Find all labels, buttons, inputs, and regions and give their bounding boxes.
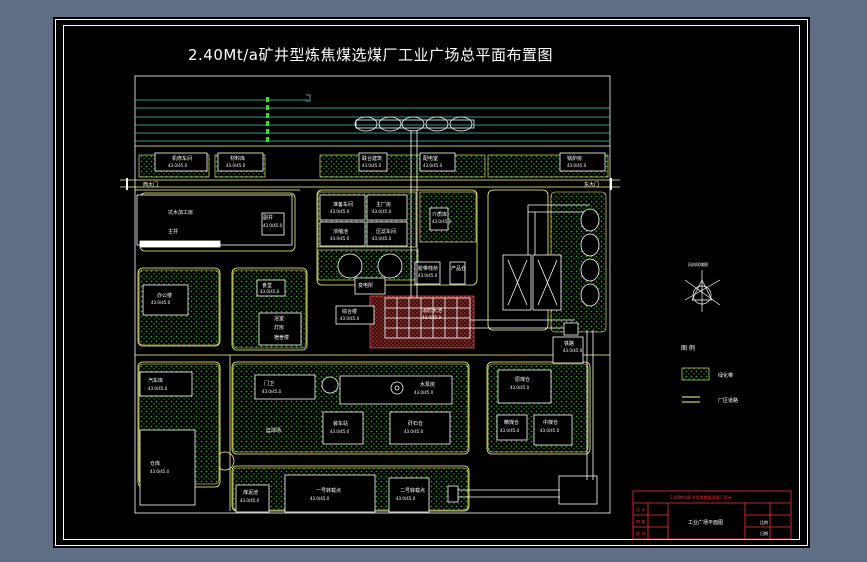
label-b4: 配电室: [423, 155, 438, 162]
railway-signal-poles: [266, 97, 269, 142]
elev-b22: 43.0/45.0: [422, 315, 442, 320]
bunker-silos: [502, 208, 600, 364]
title-block-date: 日期: [760, 530, 768, 536]
wind-rose-label: 风向玫瑰图: [688, 261, 708, 267]
elev-b35: 43.0/45.0: [310, 496, 330, 501]
legend-green-swatch: [681, 367, 710, 381]
elev-b27: 43.0/45.0: [414, 390, 434, 395]
legend-road-label: 厂区道路: [718, 397, 738, 404]
elev-b25: 43.0/45.0: [150, 469, 170, 474]
elev-b31: 43.0/45.0: [510, 385, 530, 390]
label-b11: 浓缩池: [333, 228, 348, 235]
label-b24: 汽车库: [148, 377, 163, 384]
label-b32: 精煤仓: [504, 419, 519, 426]
label-b31: 原煤仓: [515, 376, 530, 383]
label-b16: 办公楼: [157, 292, 172, 299]
label-b30: 矸石仓: [408, 420, 423, 427]
wind-rose: [684, 270, 721, 312]
label-b22: 消防水池: [422, 307, 442, 314]
gate-east: 东大门: [584, 181, 599, 188]
elev-b3: 43.0/45.0: [362, 163, 382, 168]
elev-b30: 43.0/45.0: [404, 429, 424, 434]
label-b1: 机修车间: [172, 155, 192, 162]
label-b18: 浴室: [274, 315, 284, 322]
label-b25: 仓库: [150, 460, 160, 467]
gate-posts: [126, 178, 612, 190]
label-b23: 变电所: [358, 282, 373, 289]
elev-b21: 43.0/45.0: [340, 316, 360, 321]
label-b33: 中煤仓: [543, 419, 558, 426]
label-b14: 胶带栈桥: [418, 265, 438, 272]
elev-b33: 43.0/45.0: [540, 428, 560, 433]
label-b37: 铁路: [564, 340, 574, 347]
label-b6: 坑木加工房: [168, 209, 193, 216]
buildings: [136, 152, 606, 513]
elev-b26: 43.0/45.0: [262, 389, 282, 394]
sheet-inner-frame: [63, 25, 800, 540]
label-b26: 门卫: [264, 380, 274, 387]
loading-silos: [354, 116, 475, 132]
label-b21: 综合楼: [342, 308, 357, 315]
label-b13: 介质库: [432, 211, 447, 218]
title-block: [632, 490, 792, 540]
elev-b29: 43.0/45.0: [330, 429, 350, 434]
title-block-heading: 2.40Mt/a矿井型炼焦煤选煤厂设计: [670, 494, 732, 500]
label-b15: 产品仓: [451, 265, 466, 272]
elev-b4: 43.0/45.0: [423, 163, 443, 168]
title-block-row1: 设 计: [636, 506, 645, 512]
label-b19: 灯房: [274, 324, 284, 331]
label-b20: 宿舍楼: [274, 334, 289, 341]
label-b17: 食堂: [262, 282, 272, 289]
site-boundary: [134, 75, 611, 514]
elev-b14: 43.0/45.0: [418, 273, 438, 278]
elev-b37: 43.0/45.0: [563, 348, 583, 353]
elev-b13: 43.0/45.0: [432, 219, 452, 224]
main-plant-plaza: [369, 295, 475, 349]
elev-b36: 43.0/45.0: [396, 496, 416, 501]
elev-b34: 43.0/45.0: [240, 498, 260, 503]
legend: [681, 367, 710, 403]
elev-b24: 43.0/45.0: [148, 386, 168, 391]
label-b5: 锅炉房: [567, 155, 582, 162]
elev-b11: 43.0/45.0: [330, 236, 350, 241]
elev-b32: 43.0/45.0: [500, 428, 520, 433]
elev-b9: 43.0/45.0: [330, 209, 350, 214]
elev-b8: 43.0/45.0: [263, 223, 283, 228]
label-b2: 材料库: [230, 155, 245, 162]
elev-b5: 43.0/45.0: [567, 163, 587, 168]
drawing-title: 2.40Mt/a矿井型炼焦煤选煤厂工业广场总平面布置图: [188, 46, 553, 64]
legend-title: 图 例: [681, 344, 695, 352]
label-b7: 主井: [168, 228, 178, 235]
label-b28: 篮球场: [266, 427, 281, 434]
title-block-name: 工业广场平面图: [688, 519, 723, 526]
legend-green-label: 绿化带: [718, 372, 733, 379]
gate-west: 西大门: [143, 181, 158, 188]
railway-tracks: [135, 99, 610, 142]
label-b3: 联合建筑: [362, 155, 382, 162]
elev-b12: 43.0/45.0: [372, 236, 392, 241]
elev-b16: 43.0/45.0: [151, 300, 171, 305]
sheet-outer-frame: [55, 19, 808, 546]
elev-b1: 43.0/45.0: [168, 163, 188, 168]
label-b27: 水泵房: [420, 381, 435, 388]
label-b10: 主厂房: [376, 201, 391, 208]
title-block-scale: 比例: [760, 519, 768, 525]
elev-b10: 43.0/45.0: [372, 209, 392, 214]
label-b35: 一号转载点: [316, 487, 341, 494]
label-b8: 副井: [263, 214, 273, 221]
title-block-row3: 校 对: [636, 530, 645, 536]
thickener-tanks: [321, 253, 404, 395]
label-b29: 装车站: [333, 420, 348, 427]
label-b34: 煤泥池: [243, 489, 258, 496]
conveyors: [410, 130, 594, 498]
label-b9: 准备车间: [333, 201, 353, 208]
label-b36: 二号转载点: [400, 487, 425, 494]
main-plant-grid: [384, 297, 471, 339]
elev-b2: 43.0/45.0: [226, 163, 246, 168]
elev-b17: 43.0/45.0: [260, 289, 280, 294]
title-block-row2: 审 核: [636, 518, 645, 524]
label-b12: 压滤车间: [376, 228, 396, 235]
